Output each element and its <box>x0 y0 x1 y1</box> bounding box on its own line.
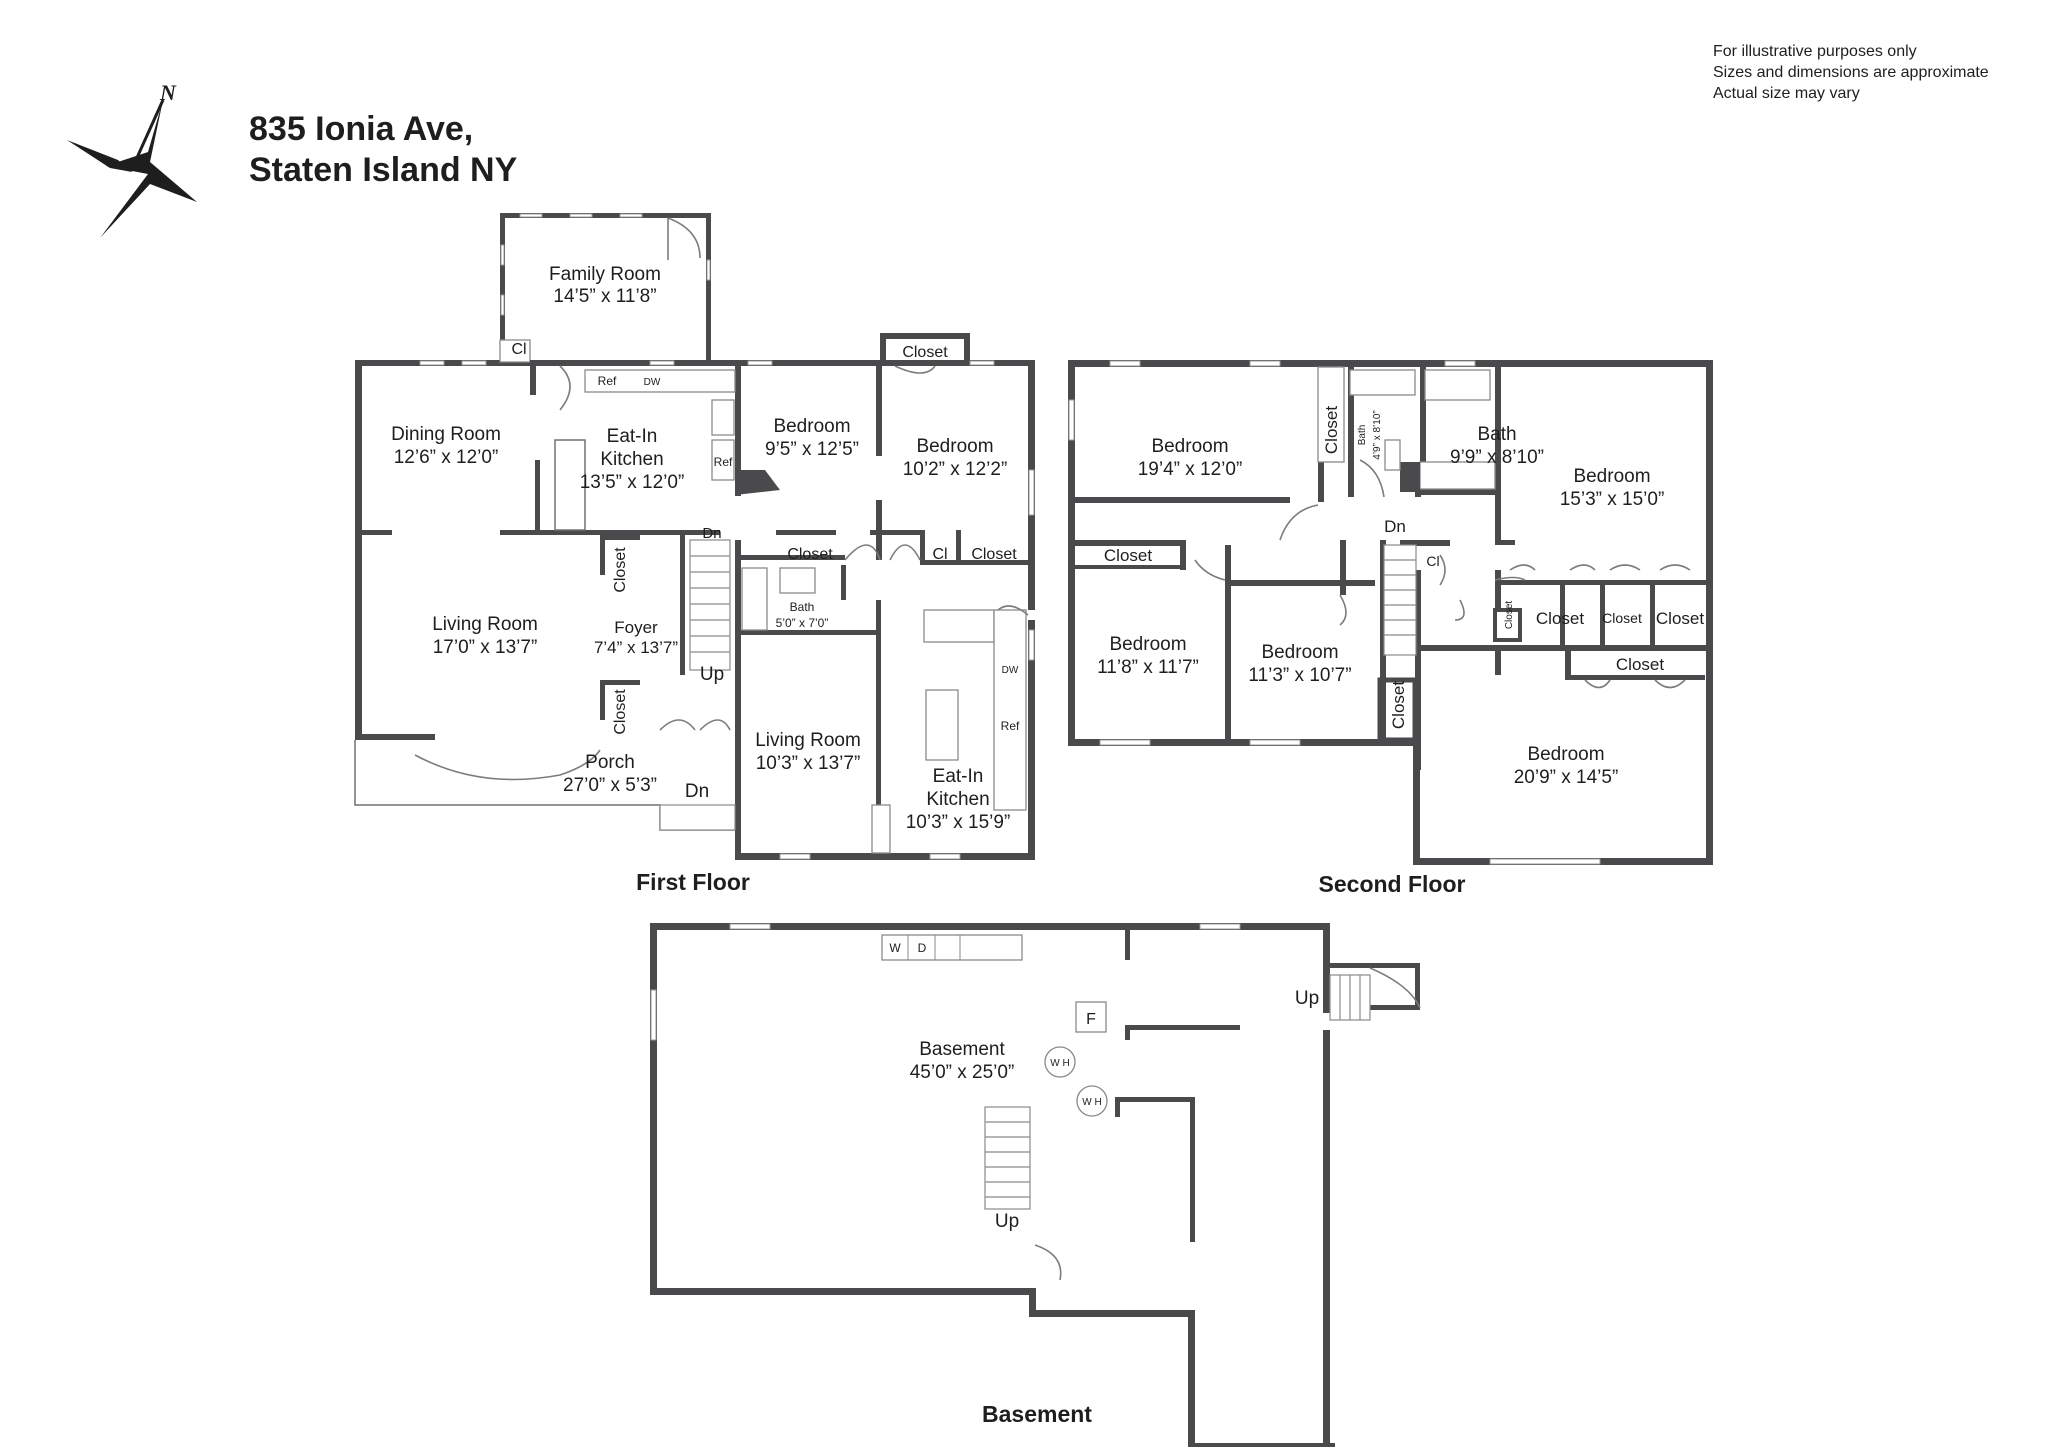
address-line1: 835 Ionia Ave, <box>249 110 473 148</box>
furnace-label: F <box>1086 1011 1096 1028</box>
room-dims: 4’9” x 8’10” <box>1372 410 1383 459</box>
room-name: Bedroom <box>1261 642 1338 663</box>
closet-label: Closet <box>787 546 833 563</box>
room-name: Family Room <box>549 264 661 285</box>
room-name: Bedroom <box>1109 634 1186 655</box>
room-name: Bedroom <box>1527 744 1604 765</box>
room-name: Kitchen <box>926 789 989 810</box>
closet-label: Closet <box>1104 546 1152 565</box>
room-name: Eat-In <box>607 426 658 447</box>
address-line2: Staten Island NY <box>249 151 518 189</box>
room-name: Bath <box>1477 424 1516 445</box>
dryer-label: D <box>918 941 927 955</box>
room-name: Dining Room <box>391 424 501 445</box>
north-label: N <box>159 80 177 105</box>
room-dims: 9’5” x 12’5” <box>765 439 859 460</box>
room-dims: 10’3” x 13’7” <box>756 753 861 774</box>
room-dims: 19’4” x 12’0” <box>1138 459 1243 480</box>
closet-label: Closet <box>1322 406 1341 454</box>
closet-label: Closet <box>1656 609 1704 628</box>
room-dims: 12’6” x 12’0” <box>394 447 499 468</box>
room-name: Bedroom <box>916 436 993 457</box>
washer-label: W <box>889 941 901 955</box>
room-dims: 15’3” x 15’0” <box>1560 489 1665 510</box>
closet-label: Closet <box>612 547 629 593</box>
closet-label: Closet <box>1536 609 1584 628</box>
closet-label: Closet <box>1389 681 1408 729</box>
appliance-label: Ref <box>714 455 733 469</box>
closet-label: Cl <box>932 546 947 563</box>
room-name: Kitchen <box>600 449 663 470</box>
closet-label: Closet <box>1504 601 1515 630</box>
room-dims: 10’3” x 15’9” <box>906 812 1011 833</box>
stair-up-label: Up <box>700 664 724 685</box>
disclaimer-line3: Actual size may vary <box>1713 85 1860 102</box>
stair-dn-label: Dn <box>685 781 709 802</box>
room-dims: 10’2” x 12’2” <box>903 459 1008 480</box>
room-dims: 9’9” x 8’10” <box>1450 447 1544 468</box>
basement-plan <box>650 923 1421 1447</box>
room-dims: 14’5” x 11’8” <box>553 286 656 307</box>
room-name: Bedroom <box>1573 466 1650 487</box>
closet-label: Cl <box>511 341 526 358</box>
floor-label: Second Floor <box>1319 871 1466 897</box>
room-name: Basement <box>919 1039 1005 1060</box>
room-dims: 11’8” x 11’7” <box>1097 657 1199 678</box>
stair-up-label: Up <box>1295 988 1319 1009</box>
room-name: Bedroom <box>773 416 850 437</box>
closet-label: Closet <box>612 689 629 735</box>
appliance-label: Ref <box>1001 719 1020 733</box>
room-name: Living Room <box>432 614 538 635</box>
room-dims: 20’9” x 14’5” <box>1514 767 1619 788</box>
stair-up-label: Up <box>995 1211 1019 1232</box>
disclaimer-line1: For illustrative purposes only <box>1713 43 1917 60</box>
stair-dn-label: Dn <box>702 525 721 542</box>
room-name: Eat-In <box>933 766 984 787</box>
closet-label: Closet <box>902 344 948 361</box>
floor-label: Basement <box>982 1401 1092 1427</box>
floor-label: First Floor <box>636 869 750 895</box>
appliance-label: Ref <box>598 374 617 388</box>
room-name: Bath <box>790 600 815 614</box>
first-floor-plan <box>354 213 1035 860</box>
room-name: Living Room <box>755 730 861 751</box>
appliance-label: DW <box>644 377 661 388</box>
closet-label: Cl <box>1426 553 1439 569</box>
water-heater-label: W H <box>1050 1058 1069 1069</box>
room-dims: 11’3” x 10’7” <box>1248 665 1351 686</box>
room-name: Porch <box>585 752 635 773</box>
closet-label: Closet <box>971 546 1017 563</box>
room-name: Bedroom <box>1151 436 1228 457</box>
room-dims: 7’4” x 13’7” <box>594 638 678 657</box>
appliance-label: DW <box>1002 665 1019 676</box>
water-heater-label: W H <box>1082 1097 1101 1108</box>
closet-label: Closet <box>1602 610 1642 626</box>
disclaimer-line2: Sizes and dimensions are approximate <box>1713 64 1989 81</box>
compass-rose-icon <box>67 99 197 238</box>
room-name: Foyer <box>614 618 658 637</box>
room-dims: 45’0” x 25’0” <box>910 1062 1015 1083</box>
room-dims: 17’0” x 13’7” <box>433 637 538 658</box>
room-dims: 27’0” x 5’3” <box>563 775 657 796</box>
room-name: Bath <box>1357 425 1368 446</box>
room-dims: 13’5” x 12’0” <box>580 472 685 493</box>
second-floor-plan <box>1068 360 1713 865</box>
closet-label: Closet <box>1616 655 1664 674</box>
stair-dn-label: Dn <box>1384 517 1406 536</box>
room-dims: 5’0” x 7’0” <box>776 616 829 630</box>
